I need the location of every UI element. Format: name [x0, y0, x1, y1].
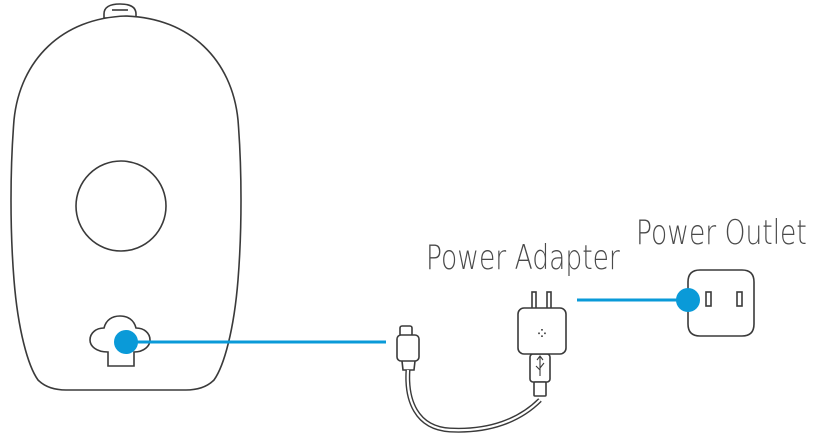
- usb-cable-icon: [396, 325, 551, 433]
- power-adapter-icon: ⁘: [517, 291, 567, 355]
- power-adapter-label: Power Adapter: [426, 238, 620, 278]
- camera-lens: [75, 160, 167, 252]
- outlet-connection-dot: [676, 288, 700, 312]
- power-outlet-label: Power Outlet: [636, 213, 807, 253]
- power-outlet-icon: [687, 269, 755, 337]
- svg-text:⁘: ⁘: [537, 327, 546, 340]
- port-connection-line: [114, 330, 386, 354]
